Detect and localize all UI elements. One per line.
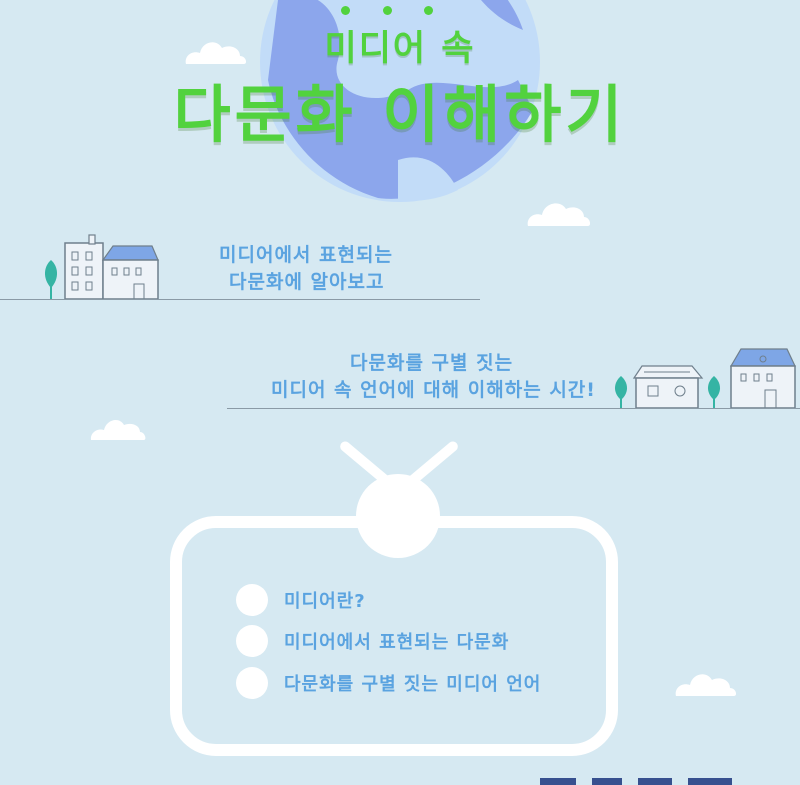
title-line-2: 다문화 이해하기 <box>173 78 627 151</box>
menu-bullet <box>236 584 268 616</box>
intro-line-2: 다문화에 알아보고 <box>229 271 385 293</box>
house-icon <box>64 234 159 300</box>
cloud-icon <box>527 203 591 226</box>
menu-item-3: 다문화를 구별 짓는 미디어 언어 <box>236 667 541 699</box>
ground-line-right <box>227 408 800 409</box>
menu-item-2: 미디어에서 표현되는 다문화 <box>236 625 509 657</box>
cropped-text-fragment <box>540 778 732 785</box>
menu-item-label: 다문화를 구별 짓는 미디어 언어 <box>284 674 542 695</box>
cloud-icon <box>675 674 737 696</box>
house-icon <box>729 348 796 409</box>
ground-line-left <box>0 299 480 300</box>
cloud-icon <box>90 419 146 440</box>
tree-icon <box>707 376 721 409</box>
menu-bullet <box>236 667 268 699</box>
menu-item-label: 미디어에서 표현되는 다문화 <box>284 632 510 653</box>
outro-line-2: 미디어 속 언어에 대해 이해하는 시간! <box>271 379 596 401</box>
outro-line-1: 다문화를 구별 짓는 <box>350 352 514 374</box>
house-icon <box>632 365 704 409</box>
tv-icon <box>170 516 618 756</box>
title-dots <box>341 6 433 15</box>
cloud-icon <box>185 42 247 64</box>
menu-item-label: 미디어란? <box>284 591 366 612</box>
title-line-1: 미디어 속 <box>324 29 476 69</box>
tree-icon <box>44 260 58 299</box>
intro-line-1: 미디어에서 표현되는 <box>219 244 393 266</box>
globe-icon <box>260 0 540 202</box>
menu-item-1: 미디어란? <box>236 584 366 616</box>
menu-bullet <box>236 625 268 657</box>
tree-icon <box>614 376 628 409</box>
